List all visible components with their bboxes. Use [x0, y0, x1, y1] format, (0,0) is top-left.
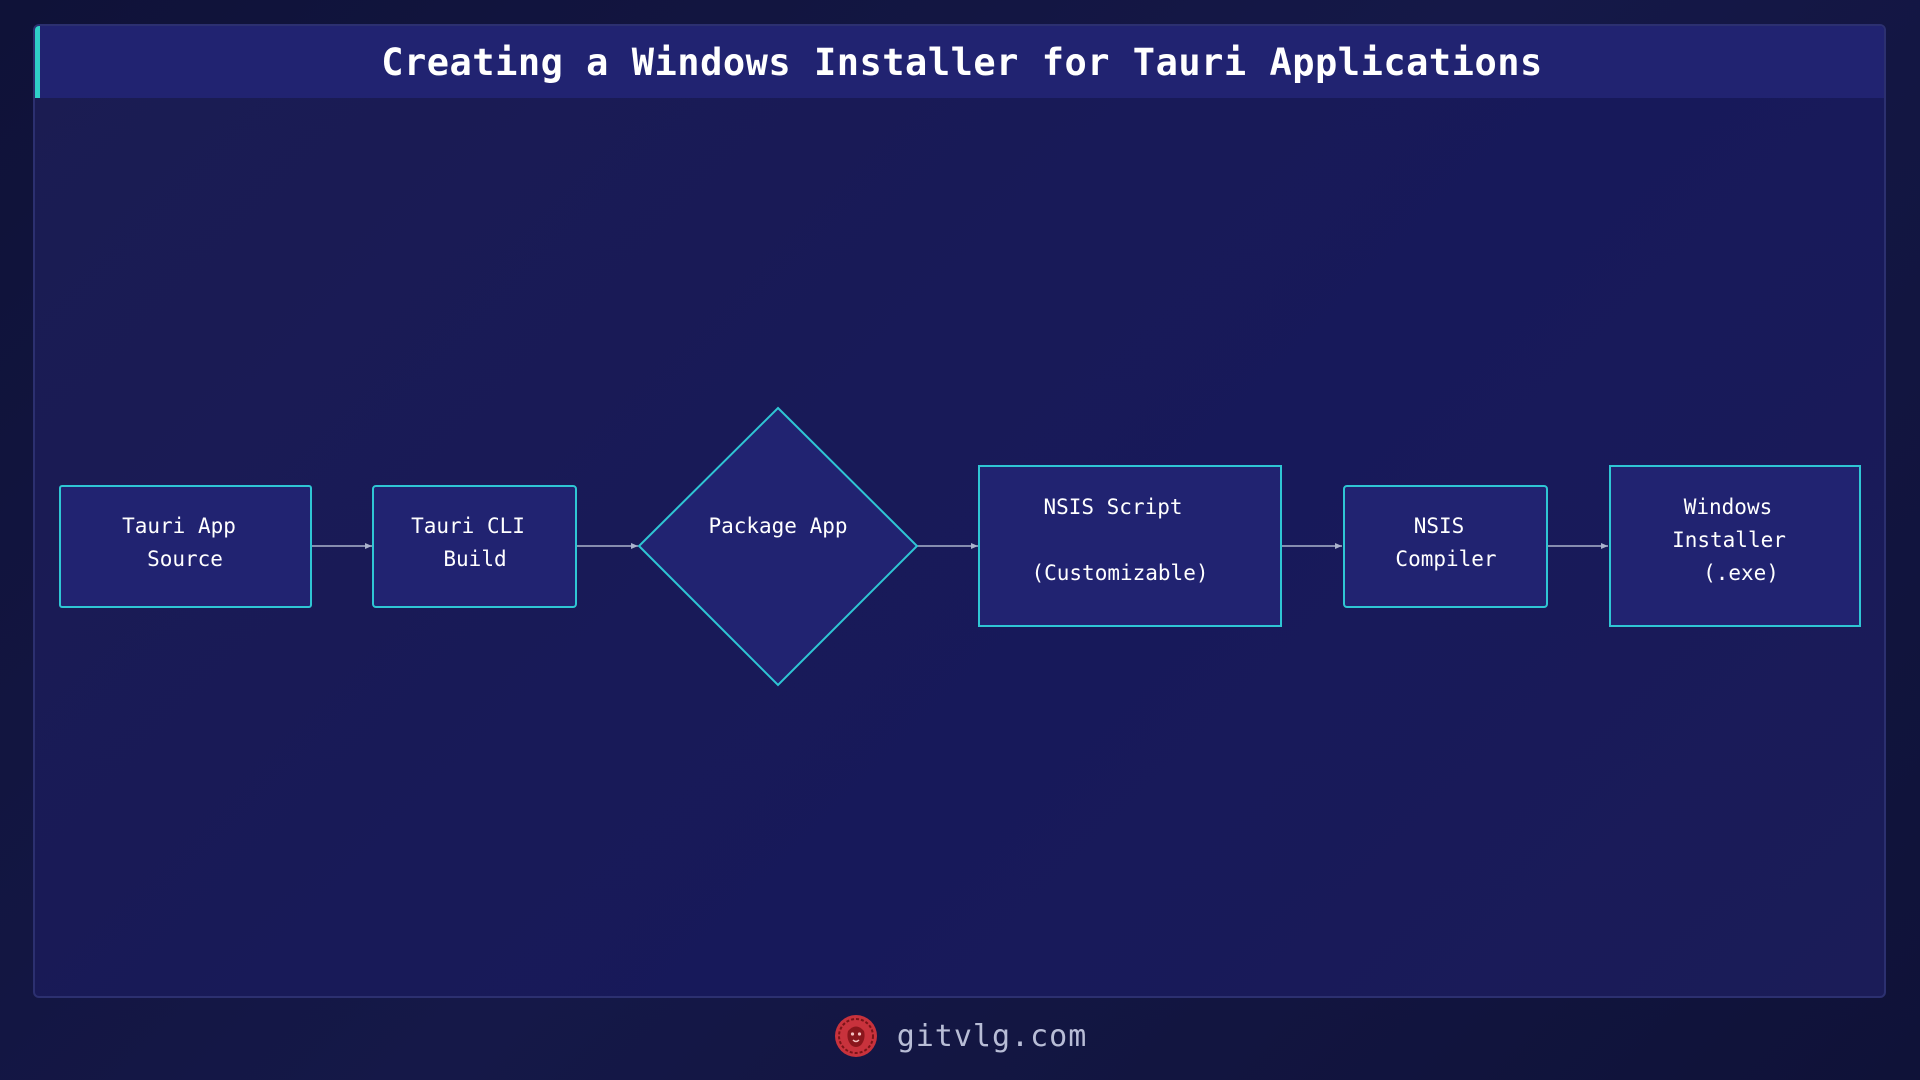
- node-label-line: Source: [147, 547, 223, 571]
- node-label-line: Installer: [1672, 528, 1786, 552]
- node-label-line: Build: [443, 547, 506, 571]
- footer-site-link[interactable]: gitvlg.com: [896, 1018, 1088, 1054]
- lion-logo-icon[interactable]: [833, 1013, 879, 1059]
- diagram-panel: Creating a Windows Installer for Tauri A…: [33, 24, 1886, 998]
- node-label-line: Windows: [1684, 495, 1773, 519]
- page-title: Creating a Windows Installer for Tauri A…: [381, 40, 1543, 84]
- node-package-app[interactable]: Package App: [637, 406, 919, 687]
- node-label-line: NSIS: [1414, 514, 1465, 538]
- node-label-line: (.exe): [1703, 561, 1779, 585]
- node-label-line: Tauri App: [122, 514, 236, 538]
- node-label-line: Tauri CLI: [411, 514, 525, 538]
- node-tauri-cli-build[interactable]: Tauri CLI Build: [372, 485, 577, 608]
- node-nsis-script[interactable]: NSIS Script (Customizable): [978, 465, 1282, 627]
- node-nsis-compiler[interactable]: NSIS Compiler: [1343, 485, 1548, 608]
- node-label-line: Package App: [708, 514, 847, 538]
- title-bar: Creating a Windows Installer for Tauri A…: [35, 26, 1884, 98]
- node-tauri-app-source[interactable]: Tauri App Source: [59, 485, 312, 608]
- node-windows-installer[interactable]: Windows Installer (.exe): [1609, 465, 1861, 627]
- footer: gitvlg.com: [0, 1010, 1920, 1062]
- node-label-line: Compiler: [1395, 547, 1496, 571]
- node-label-line: NSIS Script: [1043, 495, 1182, 519]
- node-label-line: (Customizable): [1031, 561, 1208, 585]
